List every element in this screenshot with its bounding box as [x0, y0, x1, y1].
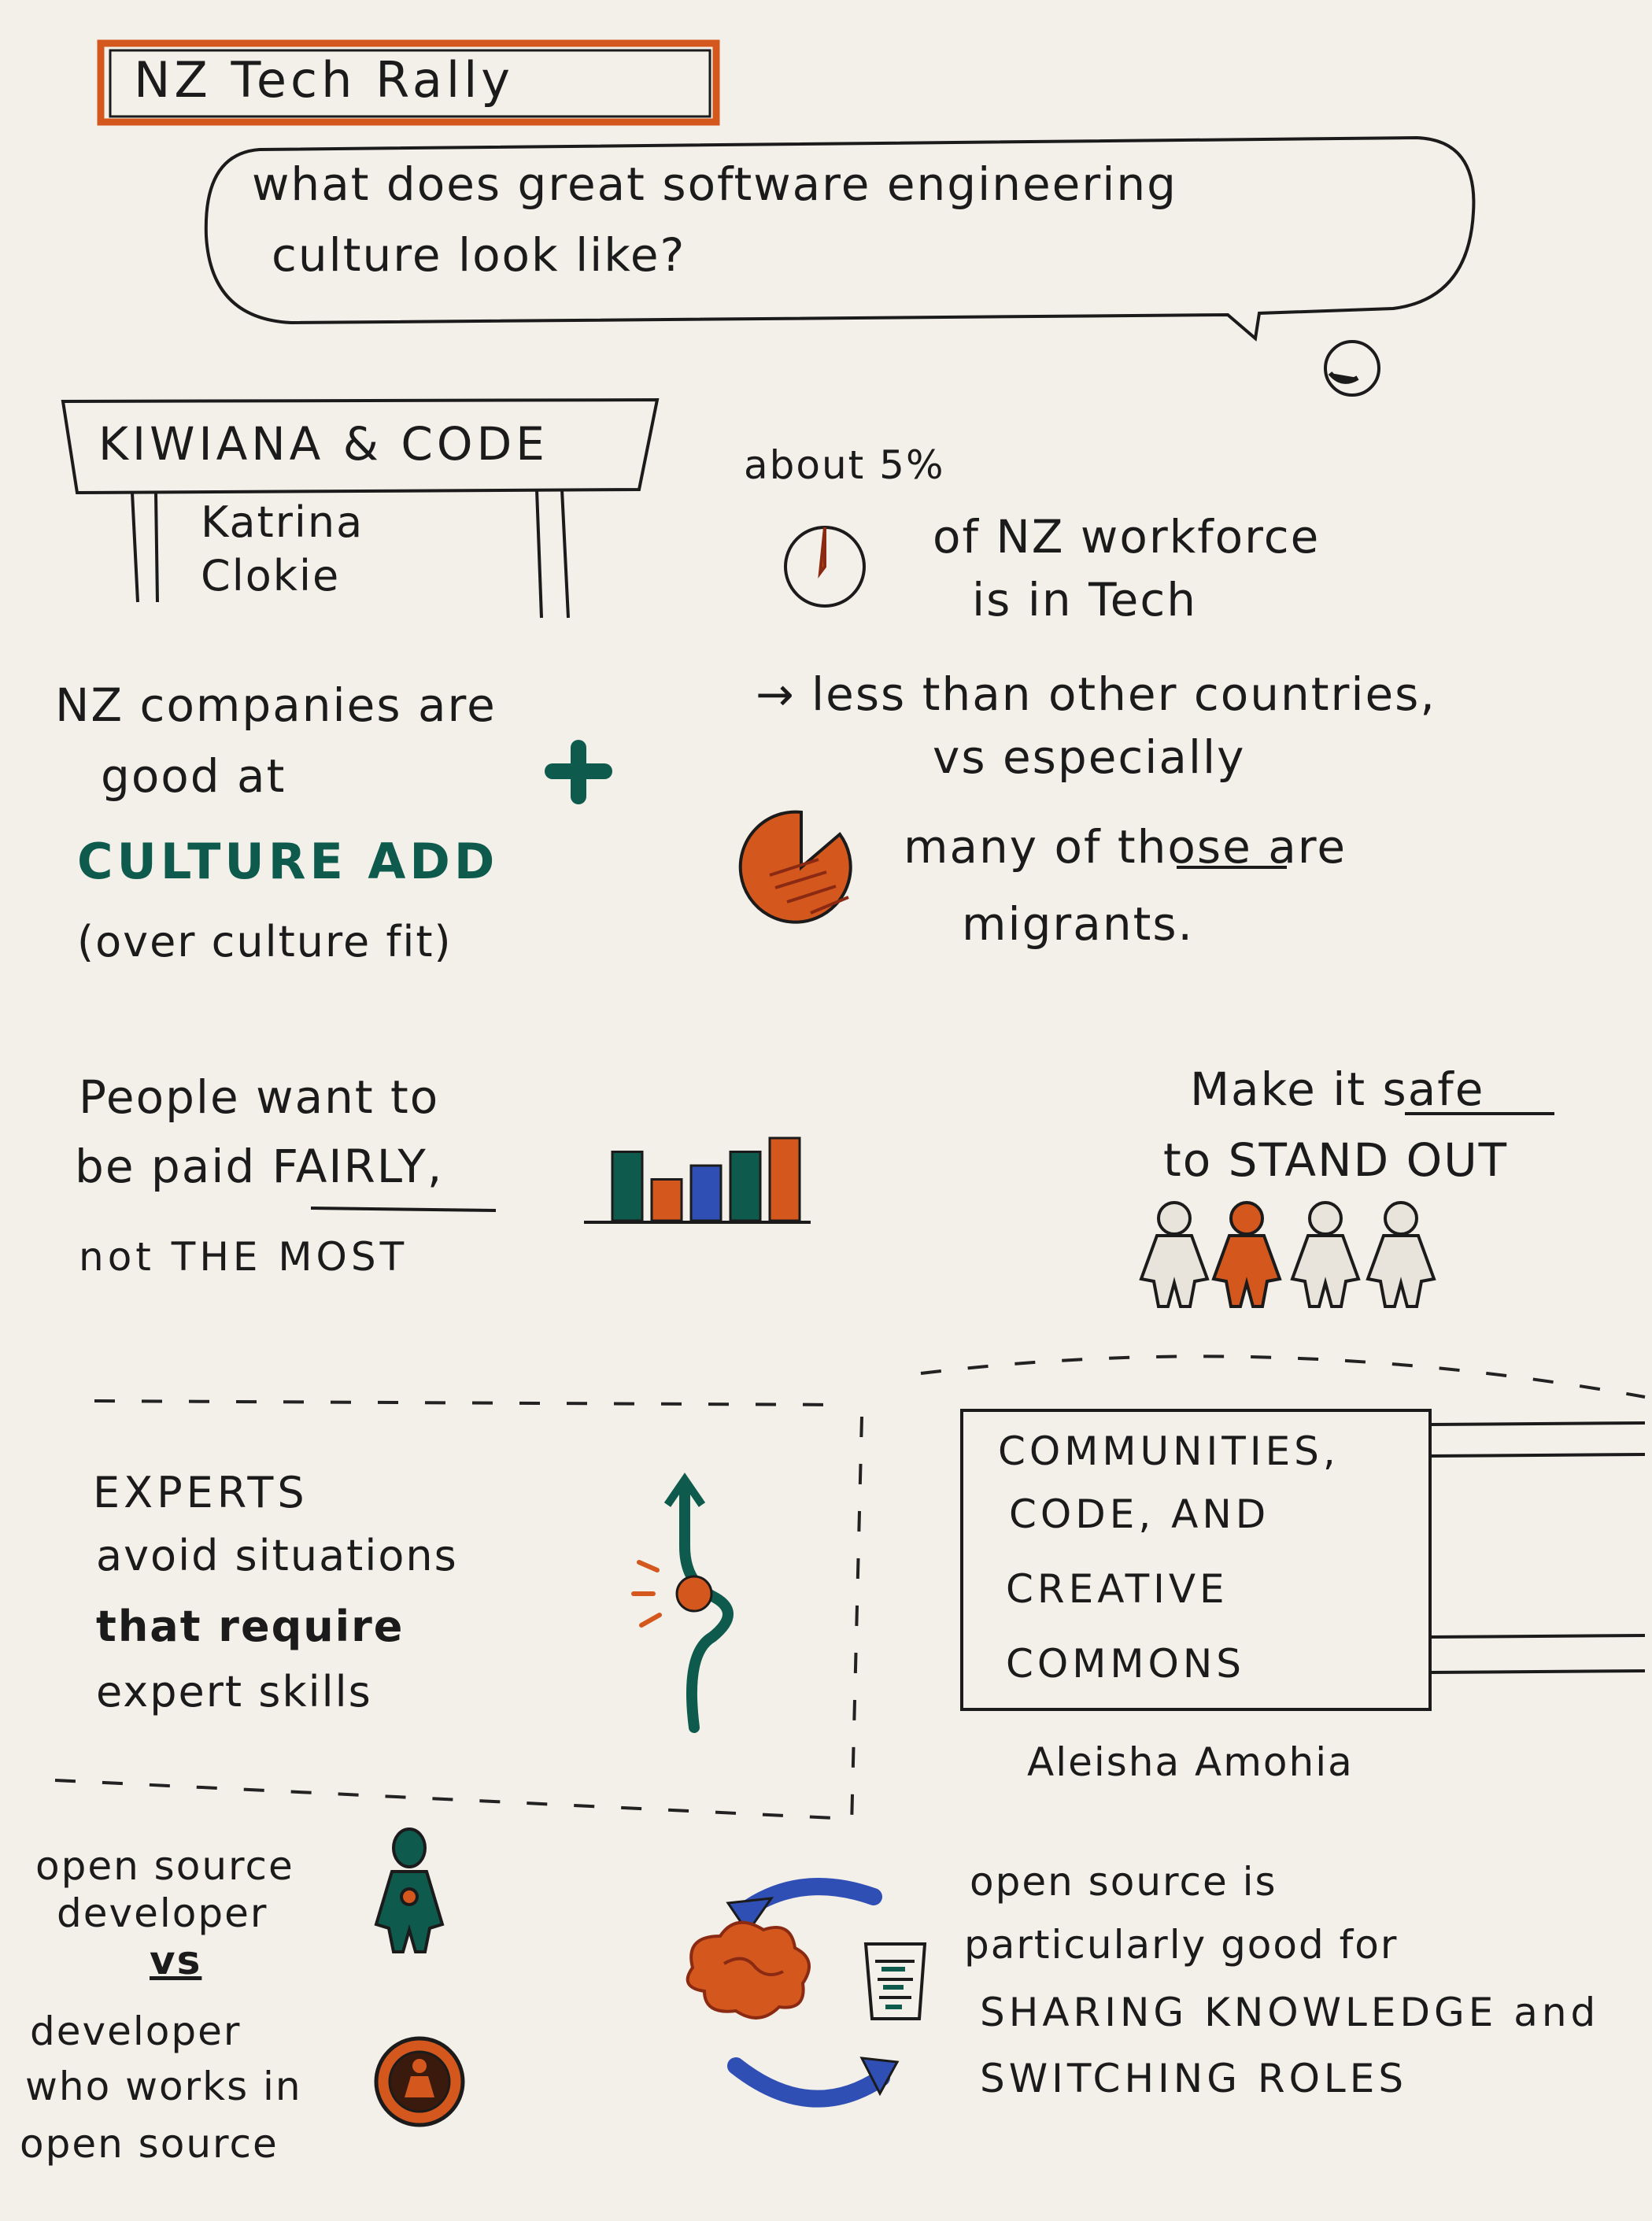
os-developer-1: open source — [35, 1843, 294, 1889]
divider-top — [94, 1399, 851, 1406]
divider-vertical — [850, 1416, 863, 1827]
stat-about: about 5% — [744, 442, 945, 488]
culture-add: CULTURE ADD — [77, 833, 499, 890]
talk2-title-1: COMMUNITIES, — [998, 1428, 1340, 1474]
developer-in-circle-icon — [374, 2036, 465, 2127]
experts-line-2: avoid situations — [96, 1531, 458, 1580]
stat-migrants-2: migrants. — [962, 897, 1194, 951]
brain-icon — [686, 1920, 811, 2020]
os-works-in-1: developer — [30, 2009, 242, 2054]
companies-line-1: NZ companies are — [55, 678, 497, 732]
fairly-underline — [310, 1207, 497, 1212]
pie-five-percent-icon — [784, 526, 866, 608]
plus-icon — [545, 740, 612, 804]
safe-line-2: to STAND OUT — [1163, 1133, 1509, 1187]
stat-workforce-2: is in Tech — [972, 573, 1197, 626]
safe-line-1: Make it safe — [1190, 1062, 1485, 1116]
os-good-4: SWITCHING ROLES — [980, 2056, 1408, 2101]
companies-line-2: good at — [101, 749, 286, 803]
experts-line-1: EXPERTS — [93, 1468, 309, 1517]
os-developer-2: developer — [57, 1890, 268, 1936]
cycle-arrows-icon — [726, 1878, 900, 2108]
fair-note: not THE MOST — [79, 1234, 408, 1280]
os-good-2: particularly good for — [964, 1922, 1399, 1968]
smiley-icon — [1324, 340, 1380, 397]
page-title: NZ Tech Rally — [134, 51, 514, 109]
stat-less-1: → less than other countries, — [756, 667, 1436, 721]
signpost-icon — [61, 397, 660, 619]
question-line-2: culture look like? — [272, 228, 686, 282]
stat-less-2: vs especially — [933, 730, 1246, 784]
divider-top-right — [920, 1354, 1646, 1399]
title-box — [97, 39, 720, 126]
talk2-title-2: CODE, AND — [1009, 1491, 1270, 1537]
divider-bottom — [54, 1779, 835, 1820]
experts-line-4: expert skills — [96, 1667, 372, 1717]
talk2-title-3: CREATIVE — [1006, 1566, 1229, 1612]
talk2-box — [960, 1409, 1646, 1711]
bar-2 — [650, 1178, 683, 1222]
os-works-in-3: open source — [20, 2121, 279, 2167]
talk2-speaker: Aleisha Amohia — [1027, 1739, 1354, 1785]
question-line-1: what does great software engineering — [252, 157, 1177, 211]
people-standing-icon — [1139, 1201, 1436, 1308]
os-works-in-2: who works in — [25, 2064, 302, 2109]
developer-figure-icon — [374, 1827, 445, 1953]
bar-4 — [729, 1151, 762, 1222]
stat-migrants-1: many of those are — [904, 820, 1347, 874]
talk1-speaker-last: Clokie — [201, 551, 341, 601]
stat-workforce-1: of NZ workforce — [933, 510, 1321, 564]
os-good-1: open source is — [970, 1859, 1277, 1905]
pie-migrants-icon — [738, 810, 852, 924]
talk1-speaker-first: Katrina — [201, 497, 364, 547]
talk1-title: KIWIANA & CODE — [98, 417, 549, 471]
experts-line-3: that require — [96, 1602, 405, 1651]
os-good-3: SHARING KNOWLEDGE and — [980, 1990, 1600, 2035]
winding-path-icon — [631, 1473, 734, 1733]
fair-line-1: People want to — [79, 1070, 440, 1124]
document-stack-icon — [863, 1942, 927, 2020]
bar-chart — [611, 1136, 801, 1222]
bar-3 — [689, 1164, 723, 1222]
bar-1 — [611, 1151, 644, 1222]
talk2-title-4: COMMONS — [1006, 1641, 1246, 1687]
speech-bubble — [204, 135, 1476, 342]
companies-note: (over culture fit) — [77, 917, 453, 966]
fair-line-2: be paid FAIRLY, — [75, 1140, 444, 1193]
bar-5 — [768, 1136, 801, 1222]
os-vs: vs — [150, 1938, 202, 1983]
